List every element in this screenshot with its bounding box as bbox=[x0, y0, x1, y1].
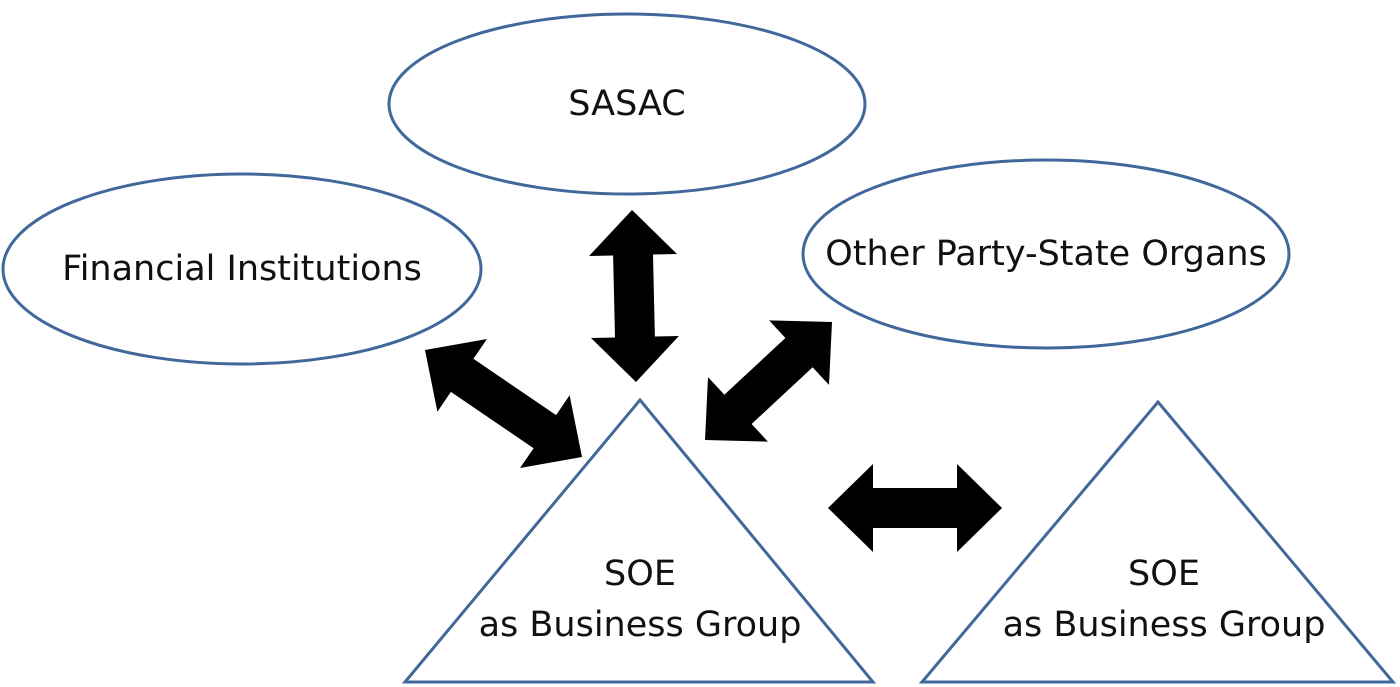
node-sasac: SASAC bbox=[387, 12, 867, 196]
financial-institutions-ellipse bbox=[1, 172, 483, 366]
soe-main-label-line1: SOE bbox=[604, 554, 676, 594]
soe-peer-triangle bbox=[918, 399, 1397, 684]
financial-institutions-label: Financial Institutions bbox=[62, 249, 422, 289]
arrow-sasac-soe bbox=[589, 210, 679, 382]
arrow-financial-soe bbox=[425, 339, 582, 468]
soe-peer-label-line2: as Business Group bbox=[1003, 605, 1326, 645]
arrow-organs-soe bbox=[705, 320, 832, 442]
node-soe-main: SOE as Business Group bbox=[401, 397, 877, 684]
soe-main-triangle bbox=[401, 397, 877, 684]
soe-peer-label-line1: SOE bbox=[1128, 554, 1200, 594]
sasac-ellipse bbox=[387, 12, 867, 196]
other-party-state-organs-ellipse bbox=[801, 158, 1291, 350]
node-soe-peer: SOE as Business Group bbox=[918, 399, 1397, 684]
soe-main-label-line2: as Business Group bbox=[479, 605, 802, 645]
arrow-soe-soe bbox=[828, 464, 1002, 552]
other-party-state-organs-label: Other Party-State Organs bbox=[825, 234, 1267, 274]
node-other-party-state-organs: Other Party-State Organs bbox=[801, 158, 1291, 350]
node-financial-institutions: Financial Institutions bbox=[1, 172, 483, 366]
sasac-label: SASAC bbox=[568, 84, 685, 124]
